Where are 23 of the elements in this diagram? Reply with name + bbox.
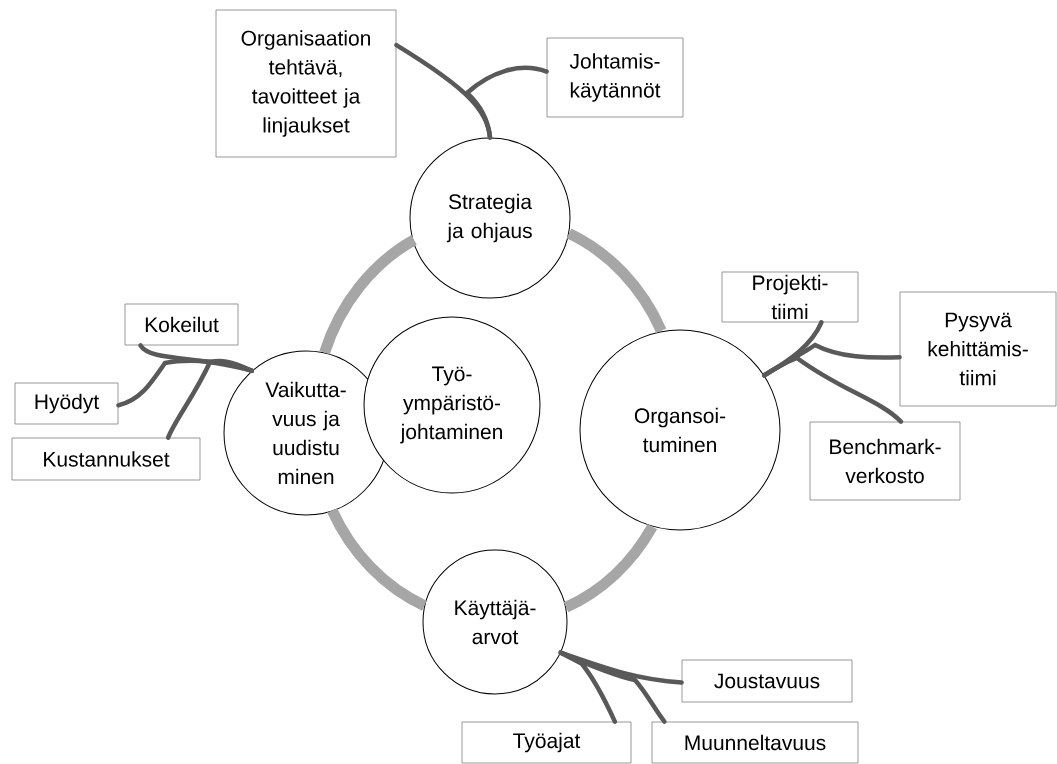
text-box: Johtamis- käytännöt bbox=[546, 37, 684, 118]
text-box: Kokeilut bbox=[124, 303, 239, 346]
text-box: Pysyvä kehittämis- tiimi bbox=[899, 291, 1057, 407]
branch-line bbox=[558, 650, 667, 724]
text-box: Työajat bbox=[461, 721, 632, 764]
ring-arc bbox=[563, 523, 658, 613]
branch-line bbox=[165, 358, 255, 440]
text-box: Hyödyt bbox=[14, 382, 119, 425]
text-box: Benchmark- verkosto bbox=[809, 421, 961, 501]
circle-node: Vaikutta- vuus ja uudistu minen bbox=[223, 350, 389, 516]
text-box: Organisaation tehtävä, tavoitteet ja linjaukset bbox=[215, 9, 397, 158]
ring-arc bbox=[327, 508, 427, 611]
circle-node: Työ- ympäristö- johtaminen bbox=[363, 316, 541, 494]
text-box: Joustavuus bbox=[681, 659, 853, 703]
text-box: Muunneltavuus bbox=[651, 721, 859, 764]
text-box: Kustannukset bbox=[11, 437, 201, 481]
circle-node: Strategia ja ohjaus bbox=[409, 137, 571, 299]
circle-node: Käyttäjä- arvot bbox=[422, 549, 568, 695]
ring-arc bbox=[566, 228, 667, 334]
circle-node: Organsoi- tuminen bbox=[579, 329, 781, 531]
branch-line bbox=[464, 65, 549, 140]
text-box: Projekti- tiimi bbox=[721, 271, 859, 323]
ring-arc bbox=[319, 235, 417, 355]
